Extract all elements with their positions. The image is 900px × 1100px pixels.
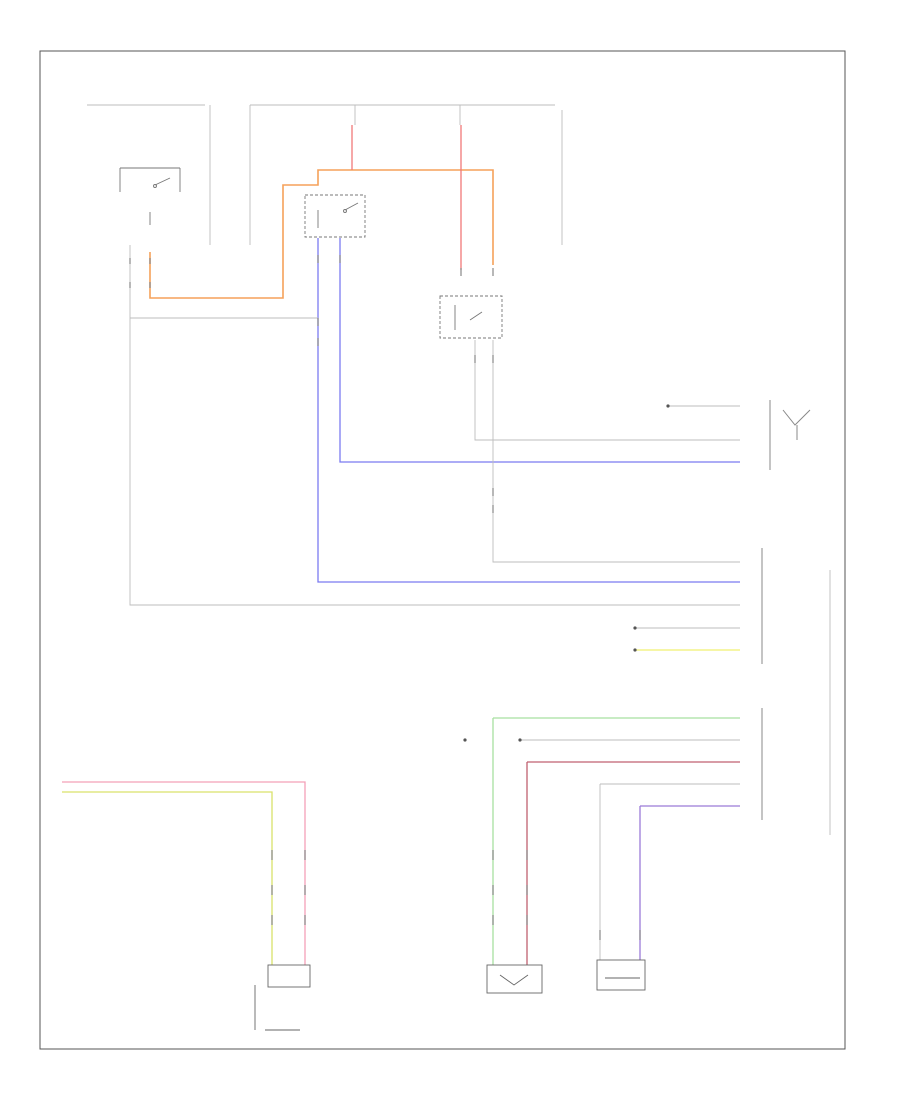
wire-grey: [129, 245, 831, 960]
wire-orange: [149, 169, 494, 299]
wire-yellow-green: [62, 791, 273, 965]
power-feeds: [87, 104, 563, 245]
connector-ticks: [129, 255, 641, 940]
ecu-connector-top: [769, 400, 811, 470]
compressor-clutch: [254, 964, 311, 1031]
evaporator-temp-sensor: [596, 959, 646, 991]
wire-blue: [317, 238, 740, 583]
wire-purple: [639, 805, 740, 960]
wire-green: [492, 717, 740, 965]
wire-pink: [62, 781, 306, 965]
ac-pressure-sensor: [486, 964, 543, 994]
blower-relay: [304, 194, 366, 238]
brake-switch: [119, 167, 181, 225]
wire-dark-red: [526, 761, 740, 965]
diagram-frame: [39, 50, 846, 1050]
wire-red: [351, 125, 462, 270]
splice-points: [463, 404, 670, 742]
ac-relay: [439, 295, 503, 339]
